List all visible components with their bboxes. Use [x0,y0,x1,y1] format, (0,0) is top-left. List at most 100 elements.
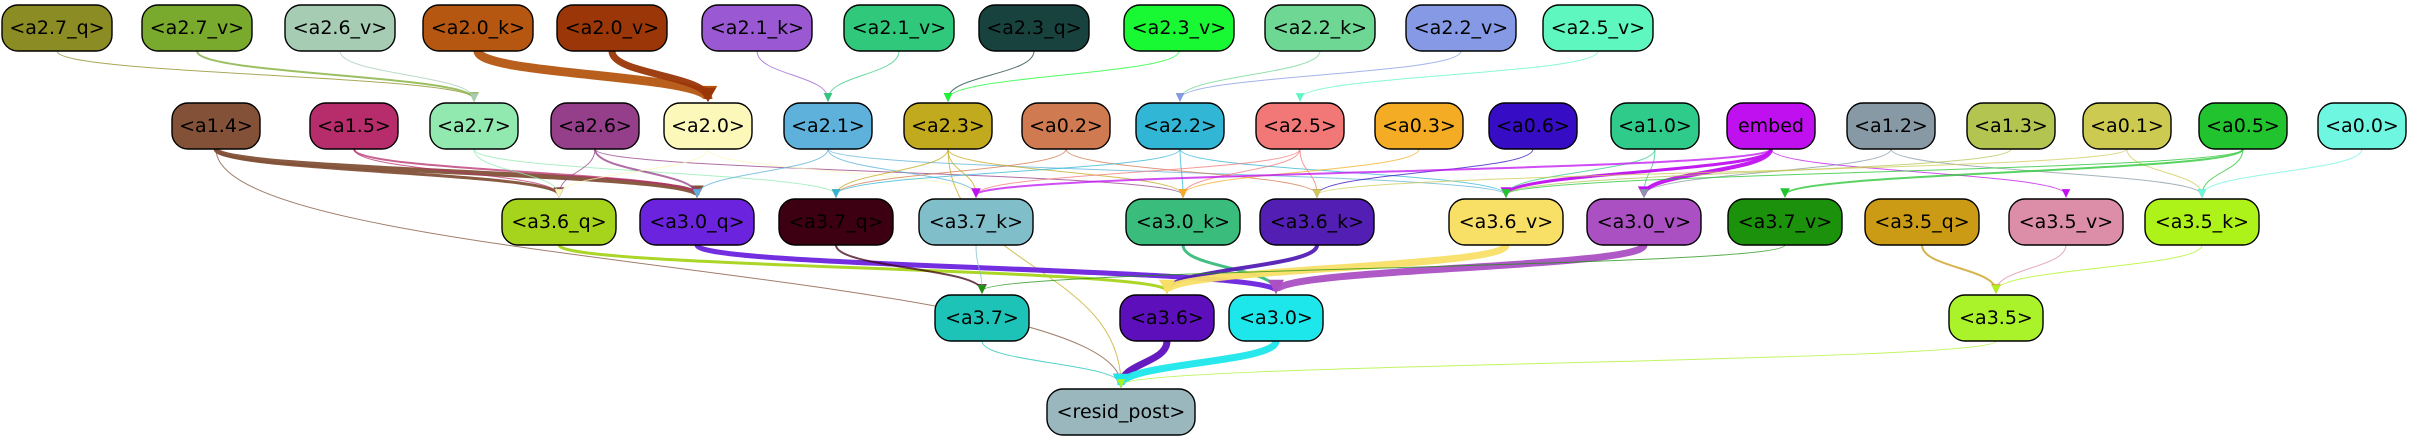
node-a2-0[interactable]: <a2.0> [663,102,753,150]
node-label: <a1.4> [179,115,253,137]
node-a1-5[interactable]: <a1.5> [309,102,399,150]
node-a2-5[interactable]: <a2.5> [1255,102,1345,150]
node-label: <a3.6_q> [511,211,606,233]
edge-a1-5-to-a3-6-q [353,148,560,196]
node-box [1259,198,1375,246]
node-a3-5-k[interactable]: <a3.5_k> [2144,198,2260,246]
edge-arrowhead [943,93,953,102]
node-a2-3-q[interactable]: <a2.3_q> [978,4,1090,52]
node-a2-7[interactable]: <a2.7> [429,102,519,150]
edge-arrowhead [469,93,479,102]
node-box [556,4,668,52]
node-label: <a3.7_v> [1738,211,1832,233]
node-a2-1[interactable]: <a2.1> [783,102,873,150]
node-a3-0-k[interactable]: <a3.0_k> [1125,198,1241,246]
node-a0-6[interactable]: <a0.6> [1488,102,1578,150]
node-a3-0[interactable]: <a3.0> [1228,294,1324,342]
node-a2-3-v[interactable]: <a2.3_v> [1123,4,1235,52]
node-a1-3[interactable]: <a1.3> [1966,102,2056,150]
node-a3-6-v[interactable]: <a3.6_v> [1448,198,1564,246]
node-label: <a2.3> [911,115,985,137]
node-a0-5[interactable]: <a0.5> [2198,102,2288,150]
node-label: <a1.2> [1854,115,1928,137]
node-label: <a2.1_k> [710,17,804,39]
node-label: <a3.0> [1239,307,1313,329]
edge-a2-2-k-to-a2-2 [1179,50,1321,100]
node-a1-2[interactable]: <a1.2> [1846,102,1936,150]
node-a3-7-v[interactable]: <a3.7_v> [1727,198,1843,246]
edge-a2-1-to-a3-6-v [827,148,1507,196]
edge-a1-0-to-a3-6-v [1505,148,1656,196]
edge-a0-1-to-a3-6-k [1316,148,2128,196]
node-a2-3[interactable]: <a2.3> [903,102,993,150]
edge-embed-to-a3-7-k [975,148,1772,196]
edge-a2-5-to-a3-0-k [1182,148,1301,196]
edge-a3-7-to-resid-post [981,340,1122,386]
edge-a0-5-to-a3-5-k [2201,148,2244,196]
node-embed[interactable]: embed [1726,102,1816,150]
node-a3-7-k[interactable]: <a3.7_k> [918,198,1034,246]
edge-a3-6-q-to-a3-6 [557,243,1169,293]
edge-arrowhead [2197,189,2207,198]
node-a2-0-v[interactable]: <a2.0_v> [556,4,668,52]
edge-a2-1-to-a3-7-k [827,148,977,196]
node-a2-2-v[interactable]: <a2.2_v> [1405,4,1517,52]
edge-a2-3-v-to-a2-3 [947,50,1180,100]
node-box [1448,198,1564,246]
node-resid-post[interactable]: <resid_post> [1046,388,1196,436]
edge-a3-5-k-to-a3-5 [1995,244,2203,292]
node-a3-7[interactable]: <a3.7> [934,294,1030,342]
node-a3-0-q[interactable]: <a3.0_q> [639,198,755,246]
edge-a2-5-to-a3-7-k [975,148,1301,196]
node-a2-1-k[interactable]: <a2.1_k> [701,4,813,52]
node-a2-5-v[interactable]: <a2.5_v> [1542,4,1654,52]
edge-a2-0-to-a3-7-k [707,148,977,196]
node-a0-2[interactable]: <a0.2> [1021,102,1111,150]
node-a2-2-k[interactable]: <a2.2_k> [1264,4,1376,52]
node-box [1405,4,1517,52]
node-a3-7-q[interactable]: <a3.7_q> [778,198,894,246]
node-a3-5-v[interactable]: <a3.5_v> [2008,198,2124,246]
node-box [1846,102,1936,150]
node-a3-6-k[interactable]: <a3.6_k> [1259,198,1375,246]
node-a0-0[interactable]: <a0.0> [2317,102,2407,150]
node-a3-5[interactable]: <a3.5> [1948,294,2044,342]
node-a3-5-q[interactable]: <a3.5_q> [1864,198,1980,246]
node-label: <a2.7> [437,115,511,137]
node-box [2198,102,2288,150]
node-label: <a3.5_k> [2155,211,2249,233]
edge-a3-5-v-to-a3-5 [1995,244,2067,292]
node-a3-6-q[interactable]: <a3.6_q> [501,198,617,246]
node-box [171,102,261,150]
node-a2-6-v[interactable]: <a2.6_v> [284,4,396,52]
edge-arrowhead [1991,285,2001,294]
node-box [1021,102,1111,150]
node-a3-6[interactable]: <a3.6> [1119,294,1215,342]
node-a1-4[interactable]: <a1.4> [171,102,261,150]
node-label: <a2.5_v> [1551,17,1645,39]
edge-arrowhead [1178,189,1188,198]
edge-a0-2-to-a3-7-q [835,148,1067,196]
node-label: <a3.0_q> [649,211,744,233]
node-a2-1-v[interactable]: <a2.1_v> [843,4,955,52]
node-a0-1[interactable]: <a0.1> [2082,102,2172,150]
node-label: <a0.2> [1029,115,1103,137]
node-a2-7-v[interactable]: <a2.7_v> [141,4,253,52]
node-box [2144,198,2260,246]
node-a3-0-v[interactable]: <a3.0_v> [1586,198,1702,246]
node-a1-0[interactable]: <a1.0> [1610,102,1700,150]
node-layer: <a2.7_q> <a2.7_v> <a2.6_v> <a2.0_k> <a2.0_v>… [1,4,2407,436]
node-label: <a3.6_k> [1270,211,1364,233]
node-a2-2[interactable]: <a2.2> [1135,102,1225,150]
edge-a0-2-to-a3-6-k [1065,148,1318,196]
edge-a0-3-to-a3-0-k [1182,148,1420,196]
edge-arrowhead [1312,189,1322,198]
node-label: <a0.1> [2090,115,2164,137]
edge-a2-7-v-to-a2-7 [196,50,475,100]
node-a2-6[interactable]: <a2.6> [550,102,640,150]
node-label: <a2.7_v> [150,17,244,39]
node-a2-7-q[interactable]: <a2.7_q> [1,4,113,52]
node-a0-3[interactable]: <a0.3> [1374,102,1464,150]
node-a2-0-k[interactable]: <a2.0_k> [422,4,534,52]
edge-arrowhead [1295,93,1305,102]
